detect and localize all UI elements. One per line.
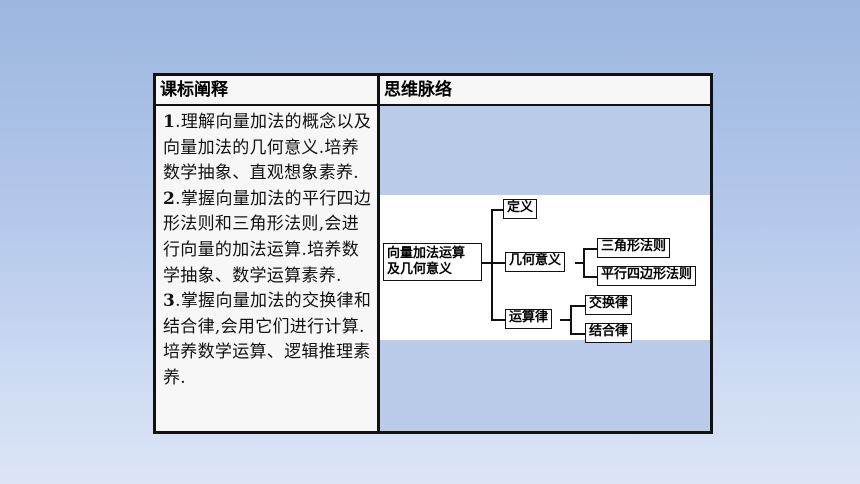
mindmap-node-triangle-rule: 三角形法则 bbox=[597, 238, 671, 258]
mindmap-root-line-2: 及几何意义 bbox=[387, 262, 453, 277]
mindmap-root-node: 向量加法运算 及几何意义 bbox=[383, 243, 482, 281]
mind-map: 向量加法运算 及几何意义 定义 几何意义 运算律 三角形法则 平行四边形法则 交… bbox=[380, 195, 710, 343]
mindmap-node-parallelogram-rule: 平行四边形法则 bbox=[597, 266, 697, 286]
mindmap-root-line-1: 向量加法运算 bbox=[387, 246, 466, 261]
goal-item-3: 3.掌握向量加法的交换律和结合律,会用它们进行计算.培养数学运算、逻辑推理素养. bbox=[163, 291, 372, 388]
connector bbox=[583, 248, 585, 277]
goal-item-1: 1.理解向量加法的概念以及向量加法的几何意义.培养数学抽象、直观想象素养. bbox=[163, 112, 372, 184]
connector bbox=[560, 319, 571, 321]
learning-goals-column: 1.理解向量加法的概念以及向量加法的几何意义.培养数学抽象、直观想象素养. 2.… bbox=[156, 106, 377, 431]
connector bbox=[570, 305, 586, 307]
connector bbox=[583, 248, 597, 250]
mindmap-node-geometric-meaning: 几何意义 bbox=[505, 252, 566, 272]
connector bbox=[491, 209, 503, 211]
connector bbox=[491, 262, 505, 264]
mindmap-node-definition: 定义 bbox=[503, 199, 538, 219]
goal-item-2: 2.掌握向量加法的平行四边形法则和三角形法则,会进行向量的加法运算.培养数学抽象… bbox=[163, 188, 372, 286]
mindmap-node-associative: 结合律 bbox=[585, 323, 633, 343]
connector bbox=[575, 262, 584, 264]
connector bbox=[570, 333, 586, 335]
mindmap-node-commutative: 交换律 bbox=[585, 295, 633, 315]
connector bbox=[491, 209, 493, 320]
content-table: 课标阐释 思维脉络 1.理解向量加法的概念以及向量加法的几何意义.培养数学抽象、… bbox=[153, 73, 713, 434]
connector bbox=[570, 305, 572, 334]
column-divider bbox=[377, 76, 380, 431]
header-thinking-context: 思维脉络 bbox=[380, 76, 710, 106]
mindmap-node-laws: 运算律 bbox=[505, 309, 553, 329]
connector bbox=[482, 262, 492, 264]
learning-goals-list: 1.理解向量加法的概念以及向量加法的几何意义.培养数学抽象、直观想象素养. 2.… bbox=[156, 106, 377, 392]
connector bbox=[491, 319, 505, 321]
connector bbox=[583, 276, 597, 278]
header-curriculum-explanation: 课标阐释 bbox=[156, 76, 377, 106]
